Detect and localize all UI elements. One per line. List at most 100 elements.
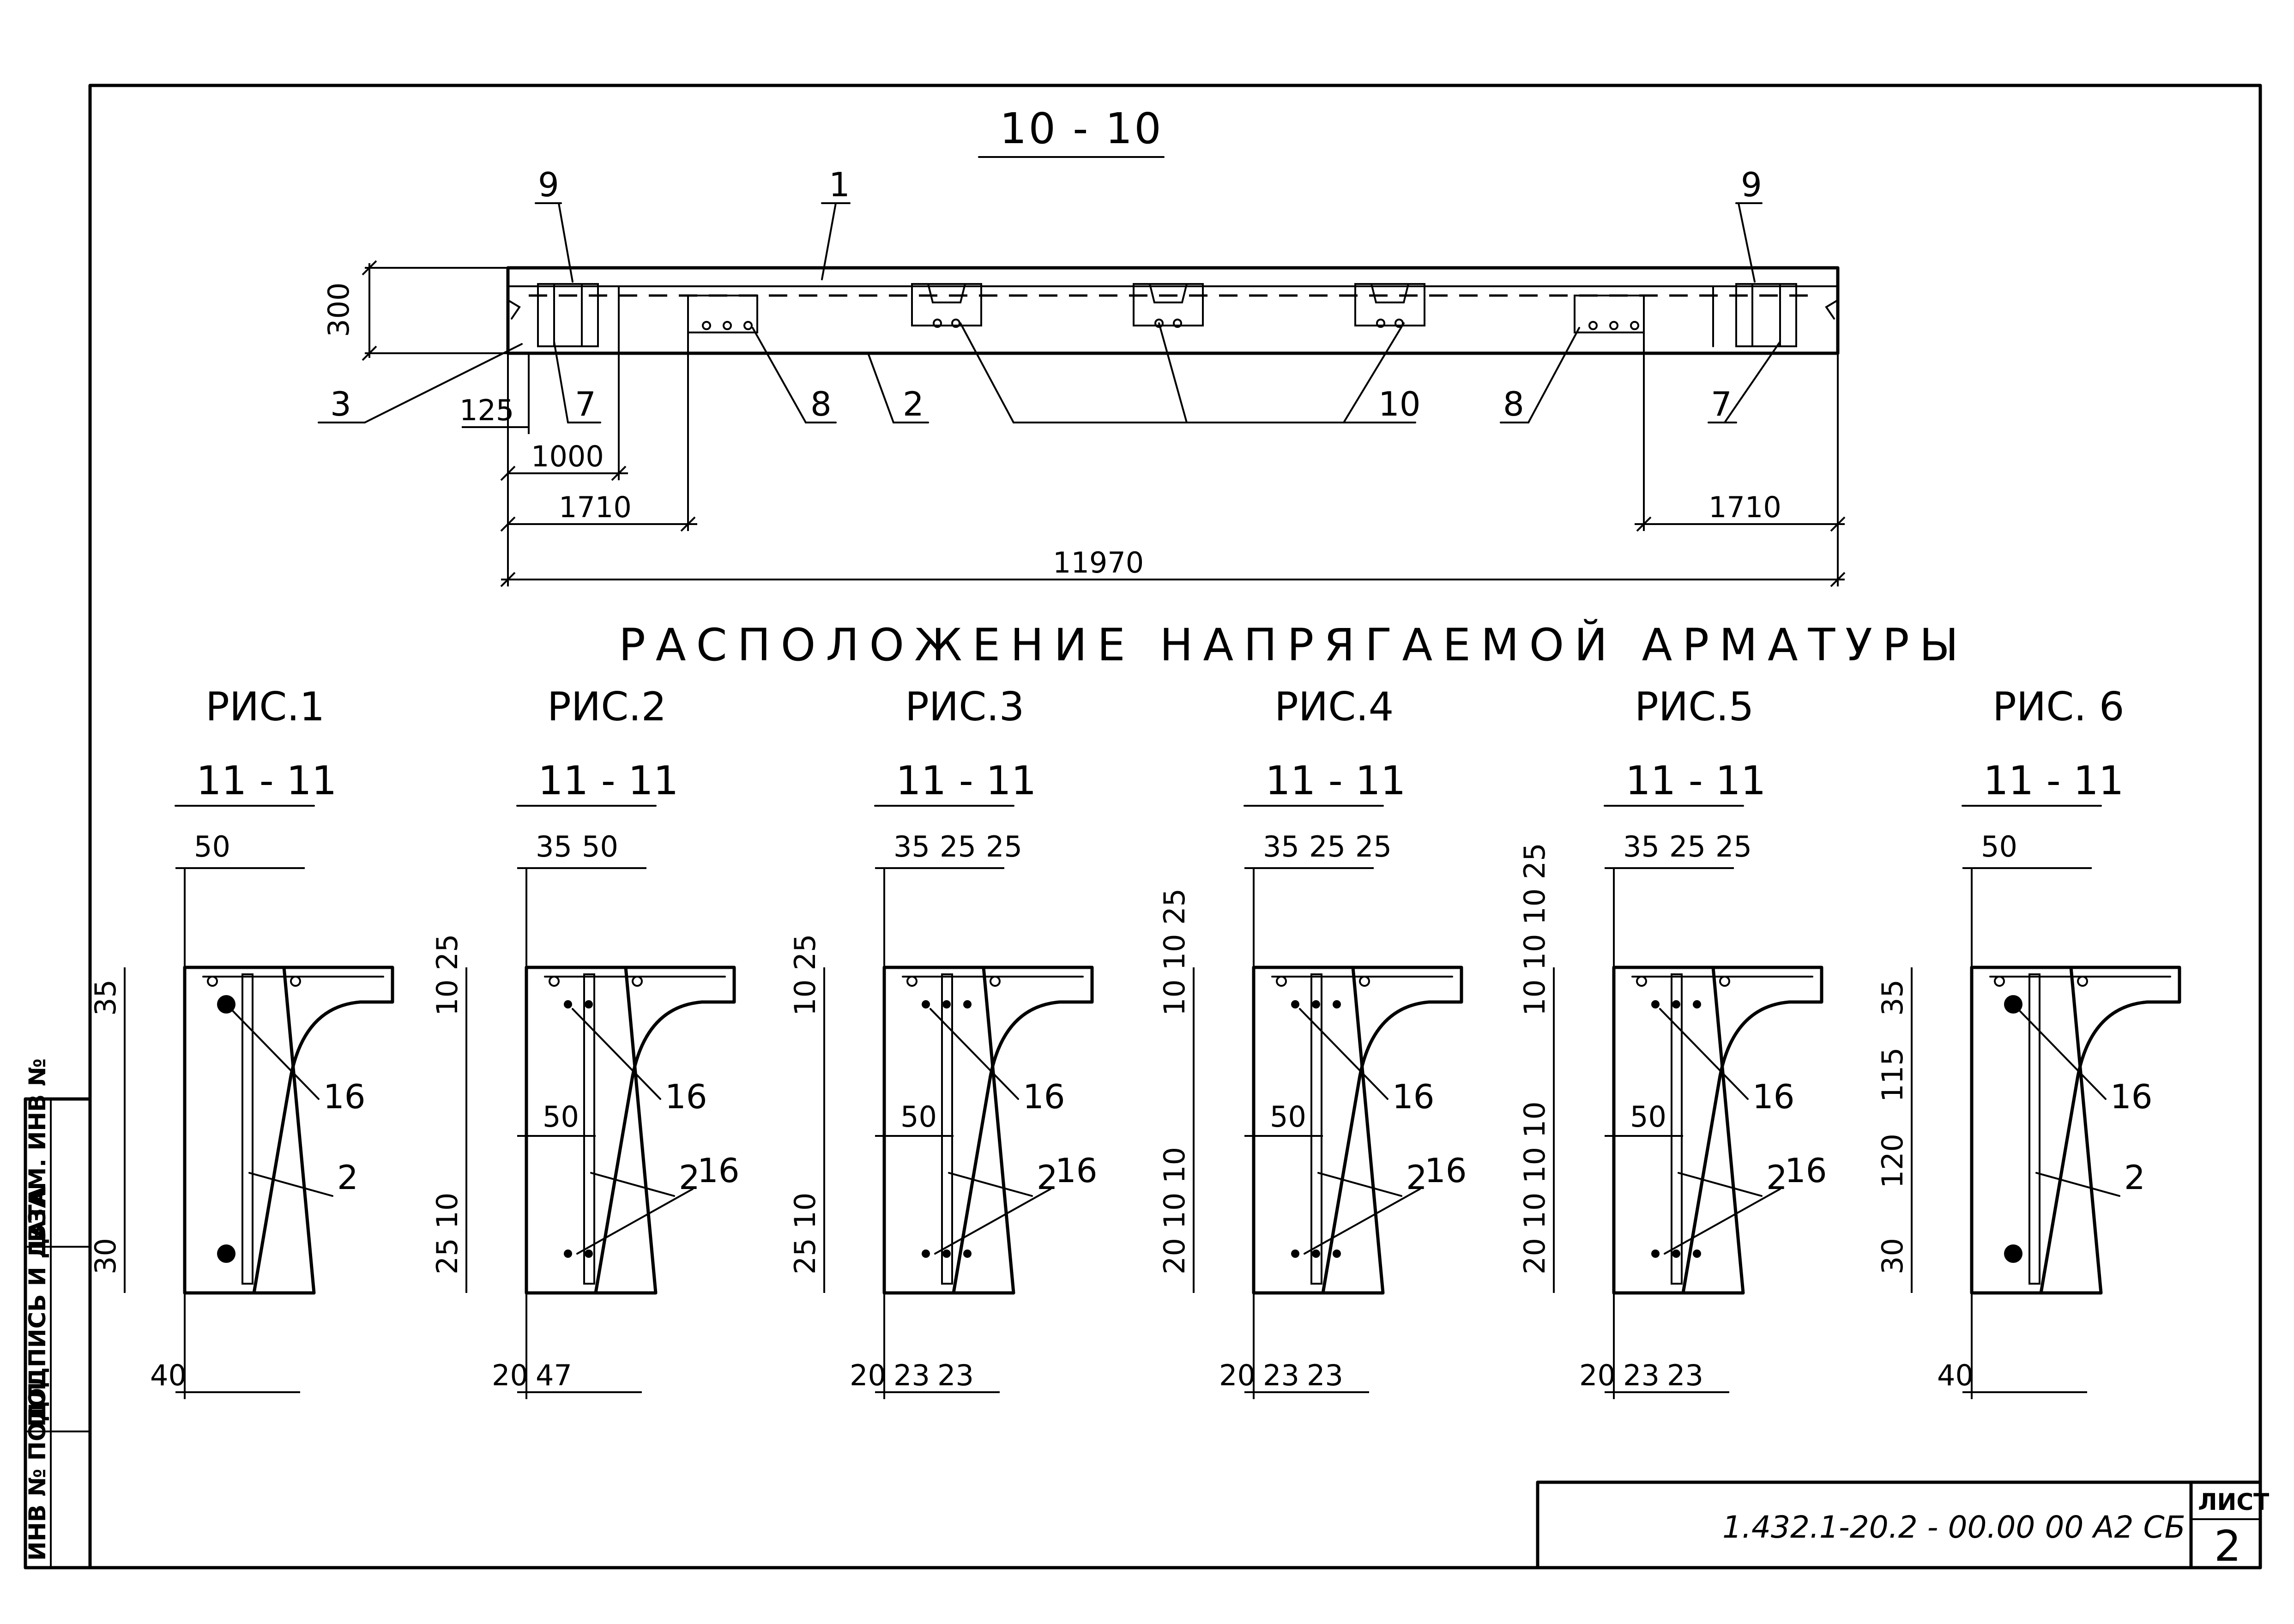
top-dim-label: 50	[1981, 830, 2017, 863]
dim-1000: 1000	[500, 346, 628, 481]
left-dim-label: 25 10	[788, 1193, 822, 1275]
mid-dim-label: 50	[900, 1100, 937, 1134]
top-dim-label: 25	[1355, 830, 1392, 863]
mesh-bar-dot	[1636, 976, 1647, 987]
mesh-bar-dot	[990, 976, 1001, 987]
callout-16-leader	[1659, 1008, 1749, 1100]
embedded-plate-10-c	[1354, 283, 1425, 328]
section-web-outline	[183, 966, 316, 1295]
tendon-dot	[1312, 1250, 1320, 1258]
section-flange-outline	[1252, 966, 1463, 1295]
left-dim-label: 10 10 25	[1158, 888, 1191, 1016]
top-dim-label: 25	[986, 830, 1022, 863]
callout-2-leader	[2035, 1172, 2120, 1197]
callout-16: 16	[1392, 1077, 1435, 1116]
tendon-dot	[963, 1000, 972, 1008]
callout-9-left-label: 9	[538, 165, 559, 204]
callout-16-lower: 16	[697, 1151, 740, 1190]
bottom-dim-label: 20	[1219, 1358, 1256, 1392]
side-stamp-vzam: ВЗАМ. ИНВ №	[24, 1058, 51, 1242]
dim-total-label: 11970	[1053, 546, 1144, 580]
tendon-dot	[1291, 1250, 1299, 1258]
top-dim-label: 25	[1309, 830, 1346, 863]
callout-8-right-label: 8	[1503, 385, 1524, 423]
figure-section: 11 - 11	[1983, 758, 2124, 804]
top-dim-label: 50	[194, 830, 230, 863]
mesh-bar-dot	[1359, 976, 1370, 987]
stirrup-bar	[2028, 973, 2040, 1285]
callout-9-right: 9	[1735, 165, 1763, 283]
embedded-plate-10-a	[911, 283, 982, 328]
side-stamp-inv-podl: ИНВ № ПОДЛ	[24, 1382, 51, 1561]
callout-2-leader	[1317, 1172, 1402, 1197]
section-flange-outline	[1612, 966, 1823, 1295]
mesh-bar-dot	[1719, 976, 1730, 987]
mesh-bar-dot	[632, 976, 643, 987]
tendon-dot	[217, 1244, 235, 1263]
bottom-dim-label: 23	[1263, 1358, 1299, 1392]
left-dim-label: 30	[1876, 1238, 1909, 1274]
top-dim-label: 35	[1263, 830, 1299, 863]
beam-outline	[506, 266, 1840, 355]
figure-title: РИС.2	[547, 684, 666, 730]
stirrup-bar	[241, 973, 254, 1285]
callout-16: 16	[1023, 1077, 1065, 1116]
tendon-dot	[2004, 1244, 2022, 1263]
bottom-dim-label: 20	[492, 1358, 528, 1392]
mesh-bar-dot	[906, 976, 918, 987]
callout-16-leader	[930, 1008, 1019, 1100]
mesh-bar-dot	[1276, 976, 1287, 987]
tendon-dot	[1312, 1000, 1320, 1008]
bottom-dim-label: 40	[1937, 1358, 1974, 1392]
callout-2: 2	[1406, 1158, 1427, 1197]
left-dim-label: 35	[1876, 979, 1909, 1016]
callout-3: 3	[318, 343, 523, 423]
tendon-dot	[1672, 1000, 1680, 1008]
bottom-dim-label: 23	[937, 1358, 974, 1392]
figure-title: РИС.4	[1274, 684, 1394, 730]
callout-7-left: 7	[553, 341, 601, 423]
callout-1: 1	[821, 165, 851, 280]
callout-2: 2	[337, 1158, 358, 1197]
end-cage-right	[1712, 283, 1797, 347]
top-dim-label: 35	[893, 830, 930, 863]
callout-16-leader	[1664, 1188, 1781, 1255]
mesh-bar-dot	[290, 976, 301, 987]
left-dim-label: 115	[1876, 1047, 1909, 1102]
callout-16-lower: 16	[1425, 1151, 1467, 1190]
stirrup-bar	[1671, 973, 1683, 1285]
side-stamp: ИНВ № ПОДЛ ПОДПИСЬ И ДАТА ВЗАМ. ИНВ №	[24, 1058, 51, 1561]
tendon-dot	[922, 1000, 930, 1008]
tendon-dot	[1651, 1250, 1660, 1258]
tendon-dot	[1651, 1000, 1660, 1008]
side-stamp-podpis: ПОДПИСЬ И ДАТА	[24, 1187, 51, 1427]
callout-16-leader	[934, 1188, 1051, 1255]
bottom-dim-label: 40	[150, 1358, 187, 1392]
tendon-dot	[1693, 1000, 1701, 1008]
figure-section: 11 - 11	[196, 758, 337, 804]
stirrup-bar	[1310, 973, 1322, 1285]
tendon-dot	[585, 1250, 593, 1258]
tendon-dot	[942, 1250, 951, 1258]
tendon-dot	[585, 1000, 593, 1008]
callout-16: 16	[665, 1077, 707, 1116]
callout-3-label: 3	[330, 385, 351, 423]
callout-1-label: 1	[829, 165, 850, 204]
figure-title: РИС. 6	[1992, 684, 2125, 730]
callout-8-left-label: 8	[810, 385, 832, 423]
tendon-dot	[564, 1250, 572, 1258]
sheet-frame	[24, 84, 2262, 1570]
callout-9-right-label: 9	[1741, 165, 1762, 204]
drawing-code: 1.432.1-20.2 - 00.00 00 А2 СБ	[1722, 1509, 2185, 1545]
dim-125-label: 125	[459, 393, 514, 427]
tendon-dot	[1333, 1000, 1341, 1008]
left-dim-label: 10 10 10 25	[1518, 843, 1551, 1016]
tendon-dot	[1333, 1250, 1341, 1258]
dim-1710-right-label: 1710	[1708, 490, 1781, 524]
stirrup-bar	[583, 973, 595, 1285]
